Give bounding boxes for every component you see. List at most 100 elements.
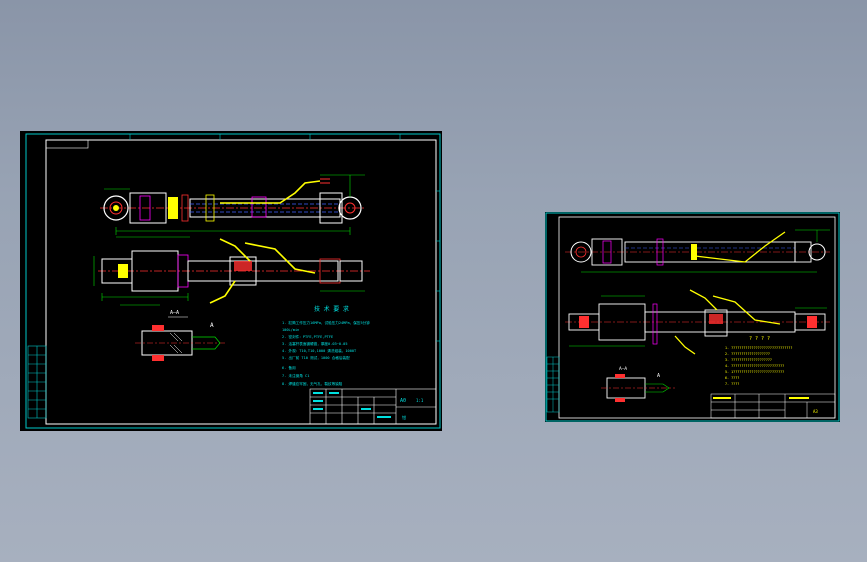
rear-clevis-eye <box>570 241 592 263</box>
side-revision-table <box>546 356 560 413</box>
section-scale-label: A—A <box>170 310 179 316</box>
note-line: 1. 缸筒工作压力16MPa，试验压力24MPa，保压5分钟 <box>282 320 370 325</box>
detail-insert-bottom <box>615 398 625 402</box>
side-barrel <box>187 260 339 282</box>
frame-zone-ticks <box>129 134 440 342</box>
inner-frame <box>45 139 437 425</box>
cylinder-side-view[interactable] <box>93 238 370 306</box>
section-scale-label: A—A <box>619 366 627 372</box>
barrel-collar <box>656 238 664 266</box>
side-port-valve <box>234 261 252 271</box>
upper-hose-a <box>219 238 251 262</box>
top-view-hose <box>694 231 786 263</box>
rear-lug-bushing <box>579 316 589 328</box>
detail-insert-bottom <box>152 355 164 361</box>
front-rod-eye <box>808 243 826 261</box>
rear-clevis-eye <box>103 195 129 221</box>
note-line: 6. 备用 <box>282 365 296 370</box>
rear-head-block <box>591 238 623 266</box>
side-collar <box>652 303 658 345</box>
rear-seal <box>181 194 189 222</box>
note-line: 5. 1????????????????????????? <box>725 370 784 374</box>
note-line: 7. ???? <box>725 382 739 386</box>
technical-requirements: ? ? ? ? 1. ?????????????????????????????… <box>725 336 792 386</box>
notes-title: 技 术 要 求 <box>314 305 349 313</box>
top-view-hose <box>220 180 321 204</box>
note-line: 6. ???? <box>725 376 739 380</box>
notes-title: ? ? ? ? <box>749 336 770 342</box>
lower-hose <box>209 280 236 304</box>
rear-clevis-bore <box>575 246 587 258</box>
outer-frame <box>25 133 441 429</box>
side-view-dimensions <box>569 295 827 347</box>
note-line: 4. ?????????????????????????? <box>725 364 784 368</box>
front-head-block <box>319 192 343 224</box>
barrel-port <box>691 244 697 260</box>
note-line: 2. ??????????????????? <box>725 352 770 356</box>
note-line: 1. ?????????????????????????????? <box>725 346 792 350</box>
upper-hose-b <box>244 242 316 274</box>
rear-clevis-pin <box>113 205 119 211</box>
title-block-code: A3 <box>813 409 818 414</box>
detail-hatching <box>169 332 183 354</box>
rear-gland <box>168 197 178 219</box>
title-block-side: 钳 <box>402 414 406 420</box>
side-rod-end <box>794 313 826 331</box>
rear-head-block <box>129 192 167 224</box>
title-block-scale: 1:1 <box>416 398 424 403</box>
cylinder-top-view[interactable] <box>100 174 365 238</box>
side-view-dimensions <box>93 256 365 306</box>
detail-a-section[interactable]: A—A A <box>135 310 225 361</box>
sheet-1-canvas: A—A A 技 术 要 求 1. 缸筒工作压力16MPa，试验压力24MPa，保… <box>25 133 441 429</box>
technical-requirements: 技 术 要 求 1. 缸筒工作压力16MPa，试验压力24MPa，保压5分钟 1… <box>282 305 370 386</box>
rear-port-fitting <box>602 240 612 264</box>
note-line: 3. 活塞杆表面镀硬铬，厚度0.03~0.05 <box>282 341 348 346</box>
inner-frame <box>558 216 836 419</box>
note-line: 2. 密封件：PTFE,PTFE,PTFE <box>282 334 333 339</box>
section-marker-a: A <box>210 322 214 329</box>
rod-end-bushing <box>807 316 817 328</box>
detail-insert-top <box>615 374 625 378</box>
upper-hose-a <box>689 289 718 311</box>
detail-leader <box>192 336 221 350</box>
front-head-block <box>794 241 812 263</box>
top-view-dimensions <box>104 174 365 238</box>
note-line: 5. 出厂前 T10 测试，1000 合格后装配 <box>282 355 350 360</box>
drawing-sheet-2[interactable]: A—A A ? ? ? ? 1. ???????????????????????… <box>545 212 840 422</box>
note-line: 100L/min <box>282 328 299 332</box>
side-port-block <box>229 256 257 286</box>
note-line: 7. 未注倒角 C1 <box>282 373 309 378</box>
title-block-ticks <box>313 392 391 418</box>
barrel-collar <box>205 194 215 222</box>
note-line: 8. 焊缝应牢固，无气孔、裂纹等缺陷 <box>282 381 343 386</box>
title-block[interactable] <box>309 388 437 425</box>
detail-insert-top <box>152 325 164 331</box>
top-view-dimensions <box>581 229 830 273</box>
rear-clevis-bore <box>109 201 123 215</box>
front-rod-bore <box>344 202 356 214</box>
rear-port-fitting <box>139 195 151 221</box>
upper-hose-b <box>712 295 781 325</box>
outer-frame <box>545 212 840 422</box>
detail-a-section[interactable]: A—A A <box>601 366 675 402</box>
hose-end-fitting <box>320 178 330 184</box>
note-line: 4. 外观：T10,T10,1000 清洗组装，1000T <box>282 348 357 353</box>
title-block-ticks <box>713 397 809 399</box>
title-block-code: A0 <box>400 398 406 404</box>
detail-leader <box>645 383 670 393</box>
lower-hose <box>674 335 696 355</box>
cylinder-top-view[interactable] <box>565 229 830 273</box>
side-rod-end <box>339 260 363 282</box>
rear-lug-bushing <box>118 264 128 278</box>
section-marker-a: A <box>657 373 660 379</box>
title-block[interactable] <box>710 393 836 419</box>
side-port-block <box>704 309 728 337</box>
note-line: 3. ???????????????????? <box>725 358 772 362</box>
drawing-sheet-1[interactable]: A—A A 技 术 要 求 1. 缸筒工作压力16MPa，试验压力24MPa，保… <box>20 131 442 431</box>
drawing-number-box <box>45 139 89 149</box>
cylinder-side-view[interactable] <box>565 289 830 355</box>
barrel-port-clamp <box>251 196 267 218</box>
side-port-valve <box>709 314 723 324</box>
side-revision-table <box>27 345 47 419</box>
sheet-2-canvas: A—A A ? ? ? ? 1. ???????????????????????… <box>545 212 840 422</box>
